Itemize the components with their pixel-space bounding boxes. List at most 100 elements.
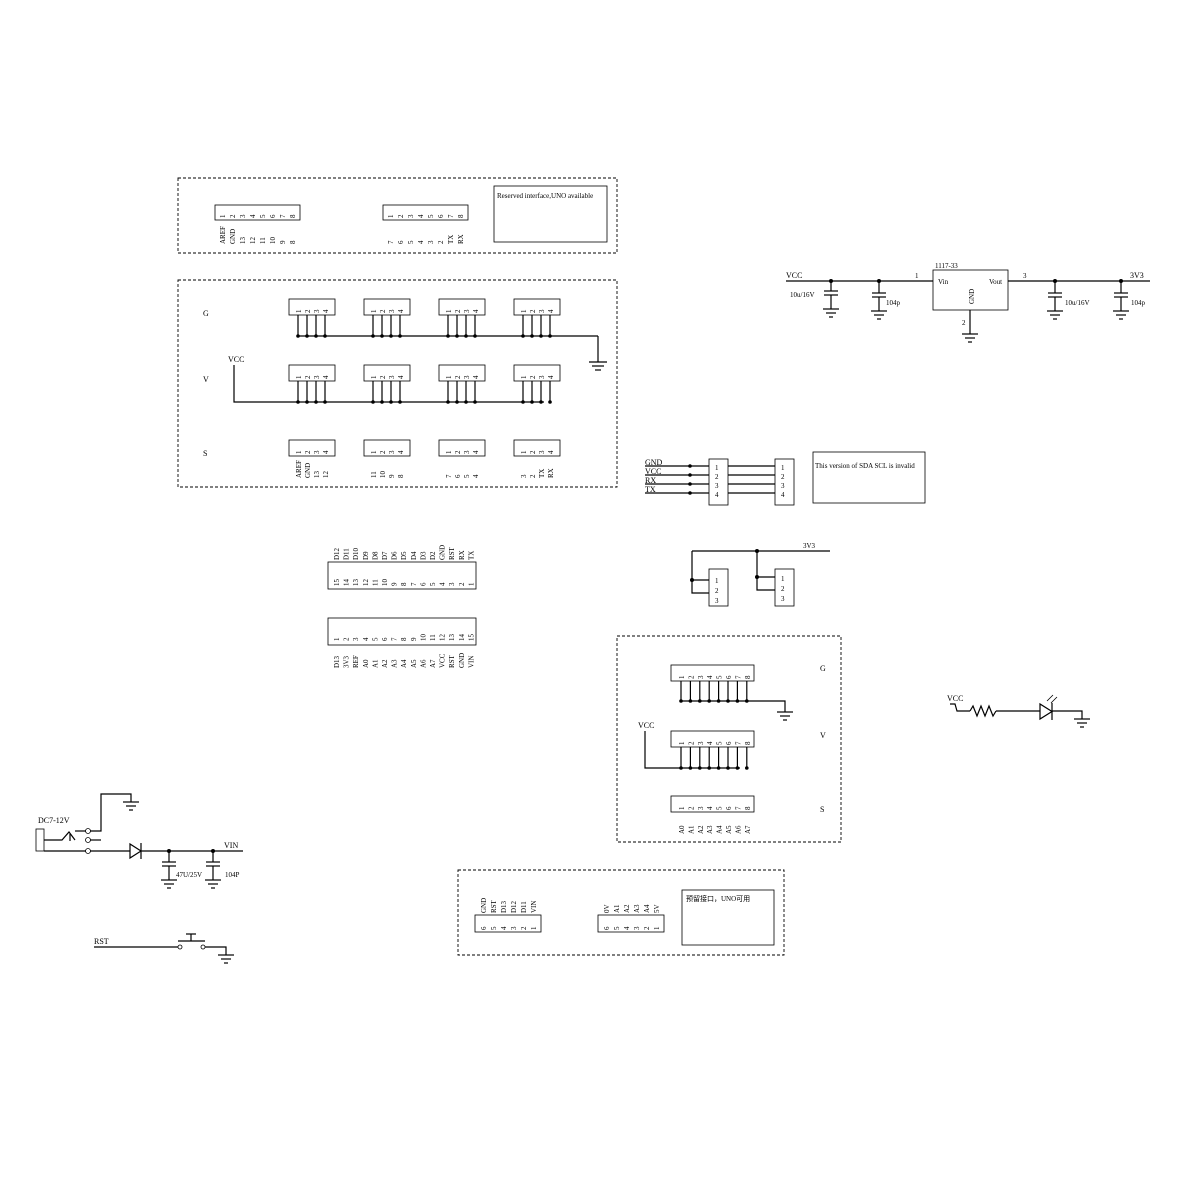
reg-net-out: 3V3: [1130, 271, 1144, 280]
reg-cap-label-1: 10u/16V: [790, 291, 815, 299]
pin-number: 3: [697, 806, 705, 810]
junction-dot: [548, 400, 552, 404]
pin-signal-label: TX: [467, 551, 475, 560]
junction-dot: [1119, 279, 1123, 283]
pin-number: 5: [716, 806, 724, 810]
icsp-note-text: 预留接口，UNO可用: [686, 894, 750, 903]
pin-number: 4: [500, 926, 508, 930]
pin-number: 2: [715, 587, 719, 595]
reg-pin-gnd: 2: [962, 319, 966, 327]
pin-number: 4: [322, 309, 330, 313]
pin-signal-label: 3: [520, 474, 528, 478]
pin-number: 1: [445, 375, 453, 379]
reg-pin-out: 3: [1023, 272, 1027, 280]
power-input-group: DC7-12V VIN 47U/25V 104P: [35, 793, 243, 889]
pin-number: 5: [613, 926, 621, 930]
ground-icon: [1113, 310, 1129, 320]
pin-number: 7: [279, 214, 287, 218]
pin-number: 12: [439, 634, 447, 642]
gvs-row-s-label: S: [203, 449, 207, 458]
reserved-interface-frame: [177, 177, 618, 254]
pin-signal-label: A5: [410, 659, 418, 668]
pin-signal-label: RX: [457, 234, 465, 244]
icsp-right-header: [597, 914, 665, 933]
pin-signal-label: A4: [643, 904, 651, 913]
reg-vin: Vin: [938, 278, 949, 286]
uart-net-label: GND: [645, 458, 663, 467]
pin-signal-label: REF: [352, 655, 360, 668]
push-button-icon: [177, 933, 206, 950]
ground-icon: [123, 801, 139, 811]
pin-signal-label: 5: [407, 240, 415, 244]
pin-signal-label: 13: [239, 237, 247, 245]
pin-signal-label: VIN: [467, 656, 475, 668]
ground-icon: [589, 361, 607, 371]
pin-number: 1: [520, 450, 528, 454]
pin-signal-label: A0: [362, 659, 370, 668]
pin-number: 15: [333, 579, 341, 587]
pin-number: 1: [678, 741, 686, 745]
pin-number: 9: [410, 637, 418, 641]
gvs-analog-frame: [616, 635, 842, 843]
icsp-left-header: [474, 914, 542, 933]
pin-signal-label: A7: [744, 825, 752, 834]
gvs-row-g-label: G: [203, 309, 209, 318]
pin-signal-label: 7: [445, 474, 453, 478]
gvs-digital-frame: [177, 279, 618, 488]
pin-number: 4: [706, 806, 714, 810]
pin-number: 1: [370, 375, 378, 379]
pin-number: 4: [472, 309, 480, 313]
pin-signal-label: VIN: [530, 901, 538, 913]
analog-vcc: VCC: [638, 721, 654, 730]
power-capacitors: [161, 849, 221, 889]
diode-icon: [129, 842, 143, 860]
reset-label: RST: [94, 937, 109, 946]
pin-signal-label: D3: [419, 551, 427, 560]
icsp-frame: [457, 869, 785, 956]
pin-number: 3: [538, 375, 546, 379]
pin-number: 1: [333, 637, 341, 641]
pin-number: 2: [454, 375, 462, 379]
junction-dot: [1053, 279, 1057, 283]
dc-jack-label: DC7-12V: [38, 816, 70, 825]
ground-icon: [871, 310, 887, 320]
pin-signal-label: AREF: [295, 460, 303, 478]
pin-number: 3: [388, 450, 396, 454]
pin-signal-label: VCC: [439, 653, 447, 668]
led-gnd-wire: [1052, 710, 1083, 719]
analog-v-bus: [644, 731, 740, 769]
pin-number: 10: [381, 579, 389, 587]
pin-number: 4: [547, 450, 555, 454]
pin-number: 6: [480, 926, 488, 930]
pin-number: 2: [458, 582, 466, 586]
uart-net-label: RX: [645, 476, 656, 485]
pin-number: 4: [417, 214, 425, 218]
pin-number: 3: [388, 375, 396, 379]
pin-number: 6: [269, 214, 277, 218]
led-group: VCC: [947, 694, 1090, 728]
pin-signal-label: 2: [437, 240, 445, 244]
pin-number: 2: [379, 375, 387, 379]
pin-number: 4: [322, 375, 330, 379]
pin-number: 8: [744, 806, 752, 810]
resistor-icon: [969, 704, 997, 718]
pin-number: 3: [463, 450, 471, 454]
capacitor-icon: [205, 851, 221, 889]
pin-number: 15: [467, 634, 475, 642]
pin-signal-label: 11: [370, 471, 378, 478]
pin-number: 7: [734, 741, 742, 745]
junction-dot: [688, 464, 692, 468]
uart-header-left: [708, 458, 729, 506]
pin-number: 3: [463, 309, 471, 313]
pin-number: 3: [313, 309, 321, 313]
